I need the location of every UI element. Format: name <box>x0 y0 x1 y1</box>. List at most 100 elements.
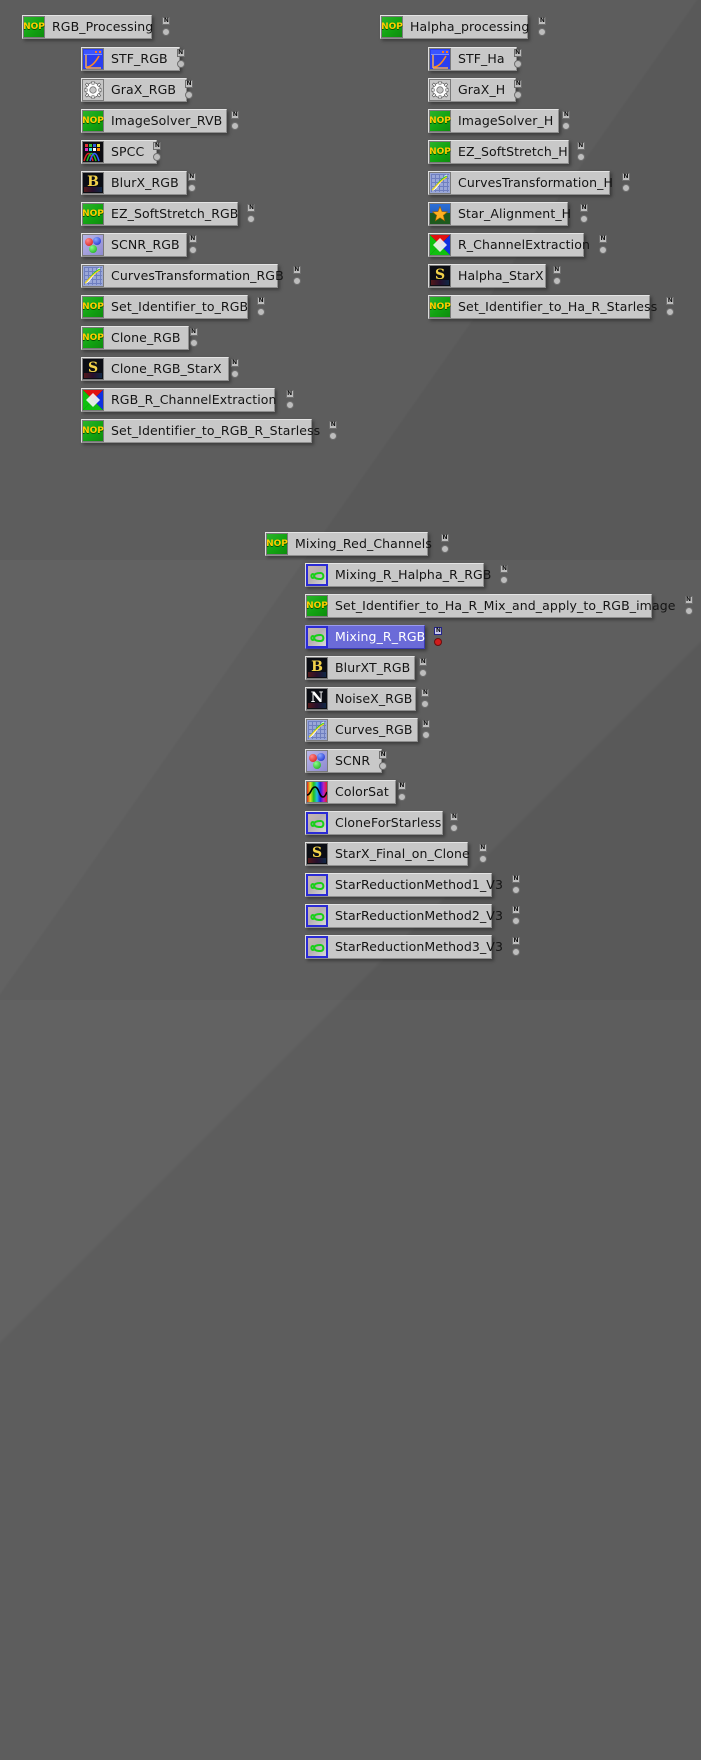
new-instance-marker[interactable]: N <box>666 297 675 305</box>
disable-marker[interactable] <box>187 184 196 192</box>
new-instance-marker[interactable]: N <box>230 359 239 367</box>
new-instance-marker[interactable]: N <box>153 142 162 150</box>
new-instance-marker[interactable]: N <box>419 658 428 666</box>
disable-marker[interactable] <box>176 60 185 68</box>
new-instance-marker[interactable]: N <box>434 627 443 635</box>
new-instance-marker[interactable]: N <box>257 297 266 305</box>
new-instance-marker[interactable]: N <box>514 80 523 88</box>
disable-marker[interactable] <box>162 28 171 36</box>
disable-marker[interactable] <box>379 762 388 770</box>
new-instance-marker[interactable]: N <box>622 173 631 181</box>
disable-marker[interactable] <box>440 545 449 553</box>
disable-marker[interactable] <box>421 700 430 708</box>
new-instance-marker[interactable]: N <box>512 875 521 883</box>
disable-marker[interactable] <box>538 28 547 36</box>
disable-marker[interactable] <box>188 246 197 254</box>
disable-marker[interactable] <box>512 886 521 894</box>
disable-marker[interactable] <box>292 277 301 285</box>
new-instance-marker[interactable]: N <box>500 565 509 573</box>
new-instance-marker[interactable]: N <box>285 390 294 398</box>
disable-marker[interactable] <box>562 122 571 130</box>
disable-marker[interactable] <box>576 153 585 161</box>
new-instance-marker[interactable]: N <box>552 266 561 274</box>
disable-marker[interactable] <box>153 153 162 161</box>
new-instance-marker[interactable]: N <box>576 142 585 150</box>
new-instance-marker[interactable]: N <box>513 49 522 57</box>
new-instance-marker[interactable]: N <box>397 782 406 790</box>
new-instance-marker[interactable]: N <box>329 421 338 429</box>
new-instance-marker[interactable]: N <box>247 204 256 212</box>
disable-marker[interactable] <box>257 308 266 316</box>
new-instance-marker[interactable]: N <box>478 844 487 852</box>
new-instance-marker[interactable]: N <box>580 204 589 212</box>
new-instance-marker[interactable]: N <box>379 751 388 759</box>
disable-marker[interactable] <box>397 793 406 801</box>
new-instance-marker[interactable]: N <box>421 689 430 697</box>
new-instance-marker[interactable]: N <box>450 813 459 821</box>
disable-marker[interactable] <box>329 432 338 440</box>
new-instance-marker[interactable]: N <box>512 937 521 945</box>
disable-marker[interactable] <box>598 246 607 254</box>
new-instance-marker[interactable]: N <box>538 17 547 25</box>
disable-marker[interactable] <box>513 60 522 68</box>
new-instance-marker[interactable]: N <box>421 720 430 728</box>
disable-marker[interactable] <box>247 215 256 223</box>
disable-marker[interactable] <box>285 401 294 409</box>
new-instance-marker[interactable]: N <box>176 49 185 57</box>
new-instance-marker[interactable]: N <box>187 173 196 181</box>
new-instance-marker[interactable]: N <box>684 596 693 604</box>
new-instance-marker[interactable]: N <box>185 80 194 88</box>
new-instance-marker[interactable]: N <box>189 328 198 336</box>
new-instance-marker[interactable]: N <box>292 266 301 274</box>
disable-marker[interactable] <box>185 91 194 99</box>
disable-marker[interactable] <box>419 669 428 677</box>
disable-marker[interactable] <box>189 339 198 347</box>
disable-marker[interactable] <box>231 122 240 130</box>
new-instance-marker[interactable]: N <box>231 111 240 119</box>
disable-marker[interactable] <box>500 576 509 584</box>
new-instance-marker[interactable]: N <box>188 235 197 243</box>
disable-marker[interactable] <box>580 215 589 223</box>
disable-marker[interactable] <box>450 824 459 832</box>
disable-marker[interactable] <box>230 370 239 378</box>
new-instance-marker[interactable]: N <box>562 111 571 119</box>
disable-marker[interactable] <box>512 917 521 925</box>
disable-marker[interactable] <box>666 308 675 316</box>
new-instance-marker[interactable]: N <box>512 906 521 914</box>
disable-marker[interactable] <box>421 731 430 739</box>
disable-marker[interactable] <box>514 91 523 99</box>
disable-marker[interactable] <box>512 948 521 956</box>
